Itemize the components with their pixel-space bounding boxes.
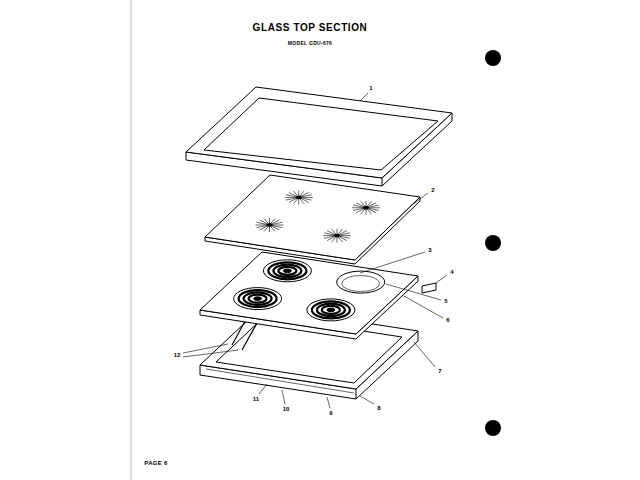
leader-line xyxy=(412,193,428,205)
leader-line xyxy=(327,397,330,408)
callout-number: 9 xyxy=(329,410,332,416)
leader-line xyxy=(183,350,238,357)
leader-line xyxy=(404,296,443,318)
leader-lines xyxy=(183,93,447,408)
page-number: PAGE 6 xyxy=(144,460,167,466)
model-label: MODEL GDU-676 xyxy=(288,41,332,46)
element-opening xyxy=(342,276,380,292)
callout-number: 1 xyxy=(369,85,372,91)
base-corner xyxy=(356,389,357,399)
leader-line xyxy=(360,93,368,101)
callout-number: 12 xyxy=(174,352,181,358)
callout-number: 5 xyxy=(444,298,447,304)
punch-hole xyxy=(485,50,501,66)
frame-top xyxy=(186,87,452,178)
terminal-bracket xyxy=(422,283,436,293)
top-frame xyxy=(186,87,452,186)
frame-corner xyxy=(382,178,383,186)
leader-line xyxy=(360,396,374,404)
element-opening xyxy=(337,271,385,293)
callout-number: 10 xyxy=(283,406,290,412)
glass-top xyxy=(205,175,420,264)
leader-line xyxy=(360,252,425,273)
leader-line xyxy=(259,384,267,394)
page-edge xyxy=(131,0,132,480)
callout-number: 3 xyxy=(428,247,431,253)
diagram-title: GLASS TOP SECTION xyxy=(253,23,368,33)
leader-line xyxy=(183,344,228,353)
glass-panel xyxy=(205,175,420,260)
punch-hole xyxy=(485,235,501,251)
leader-line xyxy=(386,284,441,300)
leader-line xyxy=(436,275,447,283)
base-strip xyxy=(206,369,354,393)
plate-top xyxy=(200,252,418,334)
callout-number: 2 xyxy=(431,187,434,193)
punch-hole xyxy=(485,420,501,436)
callout-number: 7 xyxy=(438,368,441,374)
callout-number: 11 xyxy=(253,396,259,402)
leader-line xyxy=(414,342,435,367)
callout-number: 4 xyxy=(450,269,453,275)
callout-number: 6 xyxy=(446,317,449,323)
leader-line xyxy=(282,390,285,404)
callout-number: 8 xyxy=(377,405,380,411)
